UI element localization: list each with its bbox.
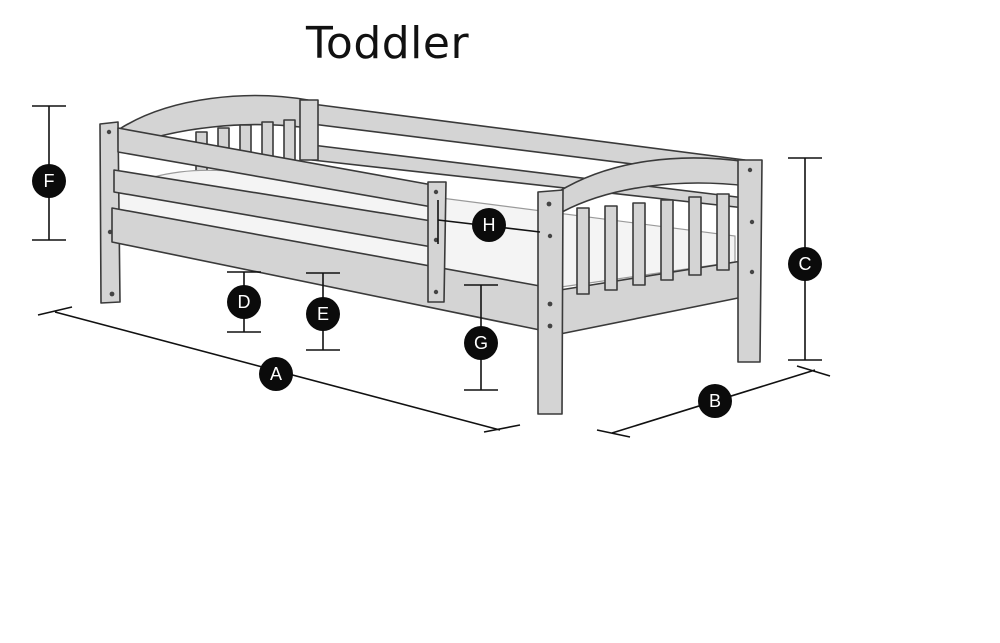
left-front-post bbox=[99, 121, 121, 304]
badge-e: E bbox=[306, 297, 340, 331]
label-d: D bbox=[238, 292, 251, 312]
label-g: G bbox=[474, 333, 488, 353]
label-f: F bbox=[44, 171, 55, 191]
label-e: E bbox=[317, 304, 329, 324]
label-h: H bbox=[483, 215, 496, 235]
badge-g: G bbox=[464, 326, 498, 360]
left-back-post bbox=[299, 99, 319, 161]
label-c: C bbox=[799, 254, 812, 274]
badge-h: H bbox=[472, 208, 506, 242]
guard-end-post bbox=[427, 181, 447, 303]
label-a: A bbox=[270, 364, 282, 384]
right-back-post bbox=[737, 159, 763, 363]
badge-b: B bbox=[698, 384, 732, 418]
badge-c: C bbox=[788, 247, 822, 281]
bed-illustration bbox=[99, 94, 763, 415]
badge-a: A bbox=[259, 357, 293, 391]
diagram-title: Toddler bbox=[306, 18, 470, 69]
badge-f: F bbox=[32, 164, 66, 198]
label-b: B bbox=[709, 391, 721, 411]
badge-d: D bbox=[227, 285, 261, 319]
right-footboard-slats bbox=[576, 193, 730, 295]
